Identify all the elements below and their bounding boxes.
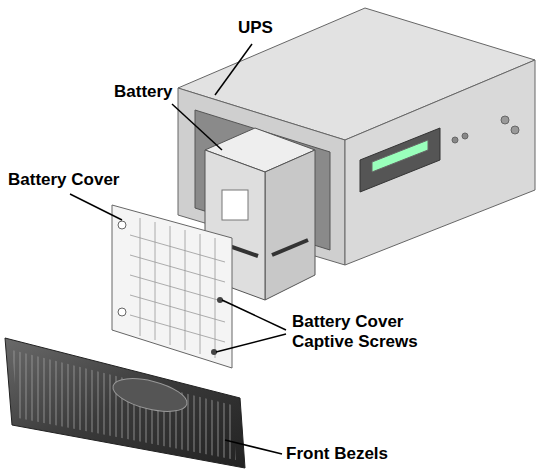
part-label: UPS — [236, 18, 275, 38]
part-label: Battery — [112, 82, 175, 102]
leader-line — [70, 44, 286, 454]
battery-cover — [112, 205, 232, 368]
front-bezel — [5, 338, 245, 468]
part-label: Front Bezels — [284, 444, 390, 464]
part-label: Battery Cover Captive Screws — [290, 312, 444, 352]
part-label: Battery Cover — [6, 170, 122, 190]
